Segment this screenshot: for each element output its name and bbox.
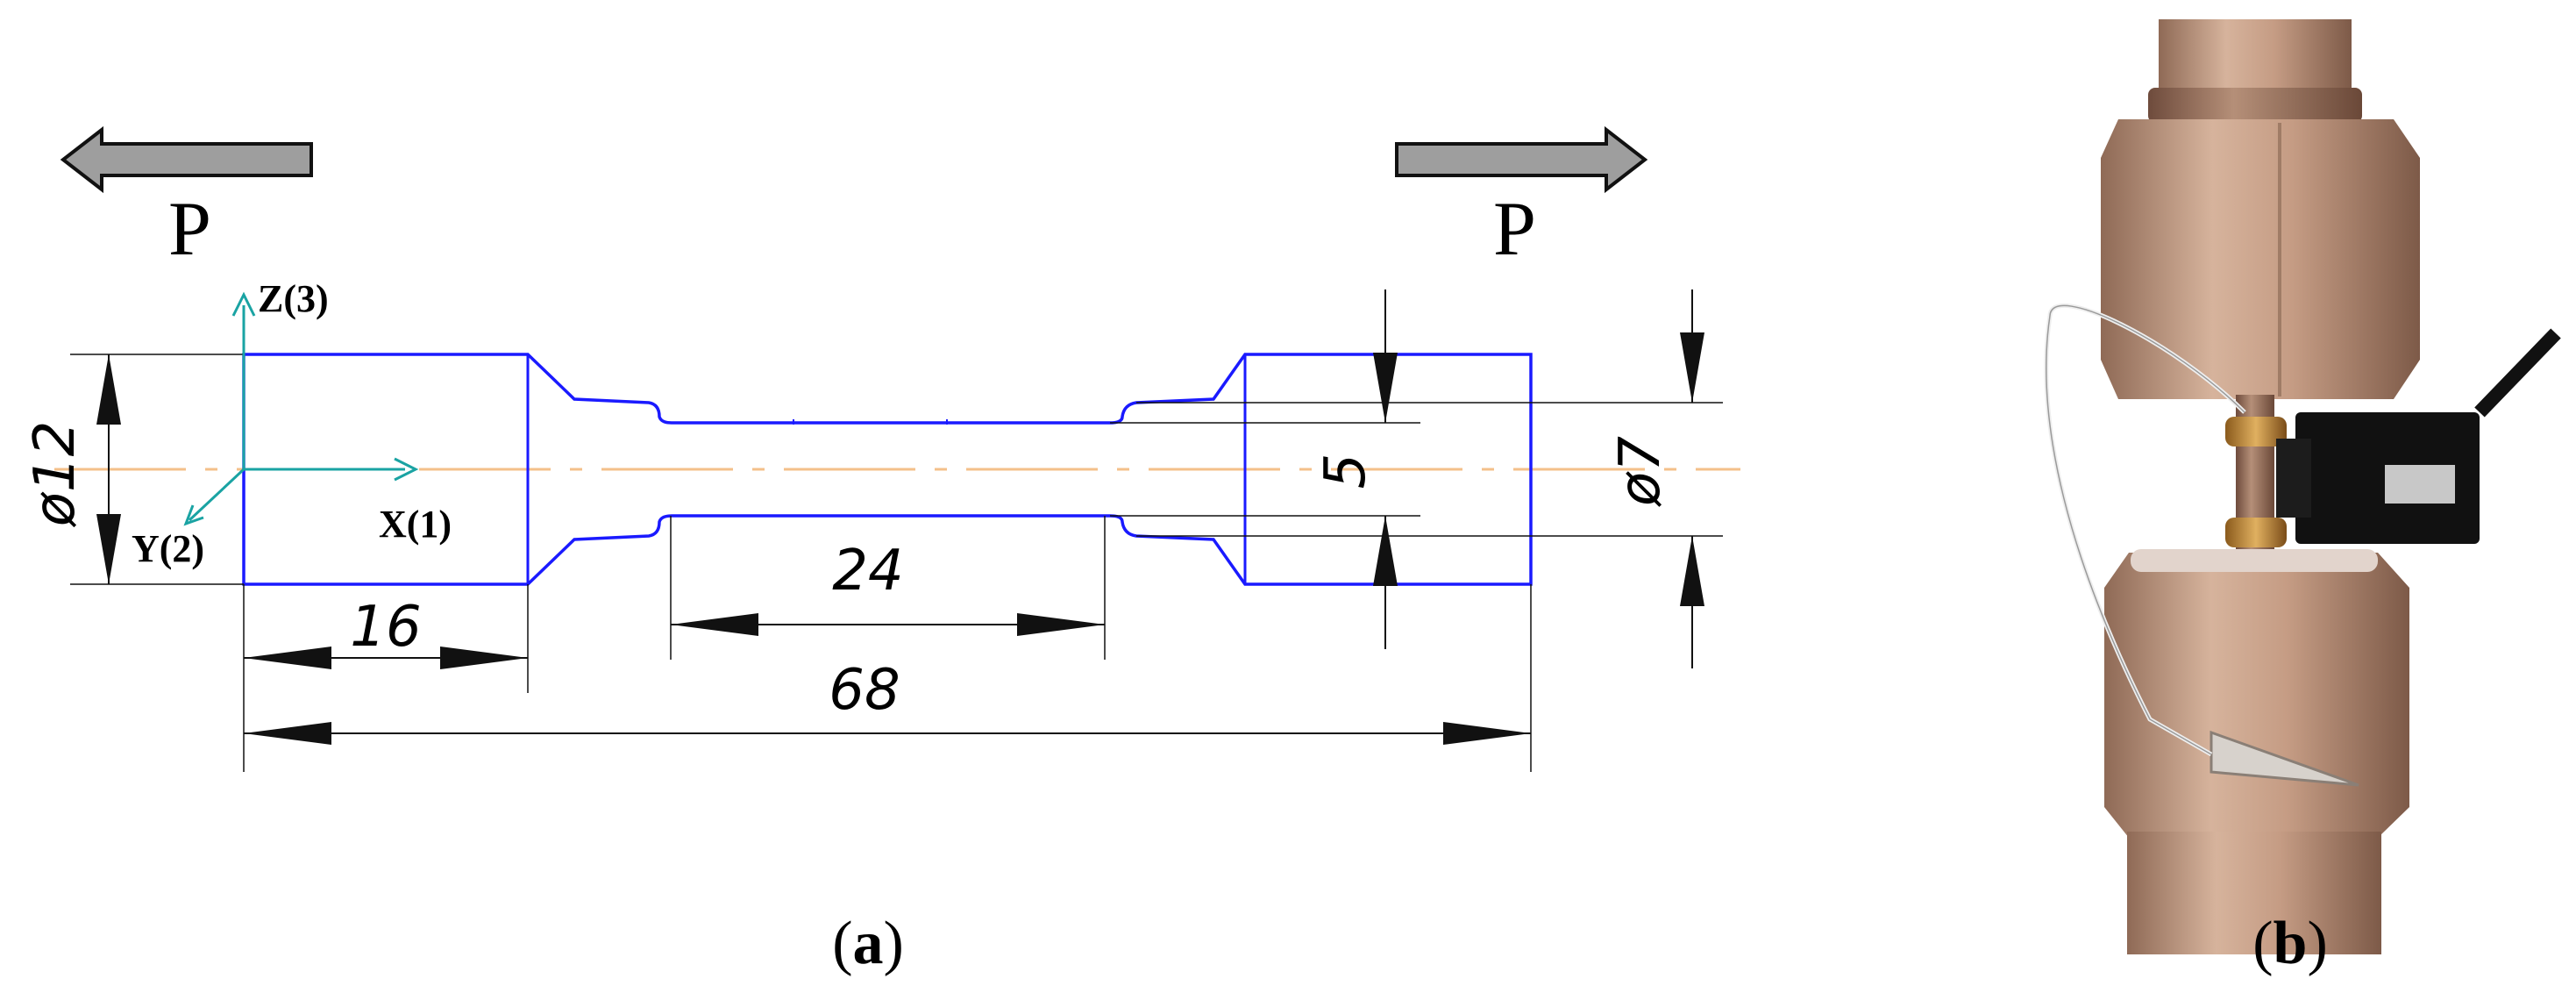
caption-b: (b) [2252,910,2328,977]
sensor-wire-outline [2046,304,2245,755]
extensometer-cable [2474,328,2561,418]
extensometer-label [2385,465,2455,504]
left-load-label: P [168,187,211,272]
dim-arrow-d12-top [96,354,121,425]
right-load-label: P [1493,187,1536,272]
lower-clip [2225,518,2287,547]
technical-drawing: P P ø12 5 [23,125,1740,772]
dim-label-d12: ø12 [23,421,88,528]
x-axis-arrow [394,457,419,482]
dim-arrow-24-left [671,613,758,636]
caption-a-close: ) [884,910,904,977]
dim-label-16: 16 [350,595,421,660]
x-axis-label: X(1) [379,503,452,546]
upper-clip [2225,417,2287,446]
dim-arrow-d7-bottom [1680,536,1704,606]
caption-a-open: ( [832,910,852,977]
left-load-arrow [60,125,313,194]
z-axis-label: Z(3) [258,277,329,320]
caption-a: (a) [832,910,904,977]
lower-grip-top-face [2131,549,2378,572]
y-axis-arrow [183,504,204,526]
dim-label-68: 68 [829,658,900,723]
caption-b-close: ) [2307,910,2327,977]
dim-arrow-d7-top [1680,332,1704,403]
dim-arrow-16-left [244,647,331,669]
dim-arrow-16-right [440,647,528,669]
upper-hex-grip [2101,119,2420,399]
upper-collar [2148,88,2362,123]
caption-a-letter: a [853,910,884,977]
test-setup-illustration [2044,19,2561,954]
caption-b-open: ( [2252,910,2273,977]
z-axis-arrow [231,291,256,317]
dim-label-d7: ø7 [1608,436,1673,507]
dim-arrow-d5-bottom [1373,516,1398,586]
right-load-arrow [1395,125,1648,194]
dim-arrow-24-right [1017,613,1105,636]
dim-arrow-68-left [244,722,331,745]
dim-arrow-d12-bottom [96,514,121,584]
dim-arrow-d5-top [1373,353,1398,423]
dim-arrow-68-right [1443,722,1531,745]
y-axis-label: Y(2) [132,527,204,570]
caption-b-letter: b [2274,910,2308,977]
lower-rod [2127,832,2381,954]
y-axis-line [188,468,246,522]
dim-label-d5: 5 [1313,454,1378,489]
lower-hex-grip [2104,553,2409,838]
dim-label-24: 24 [832,539,903,604]
extensometer-arm [2276,439,2311,518]
